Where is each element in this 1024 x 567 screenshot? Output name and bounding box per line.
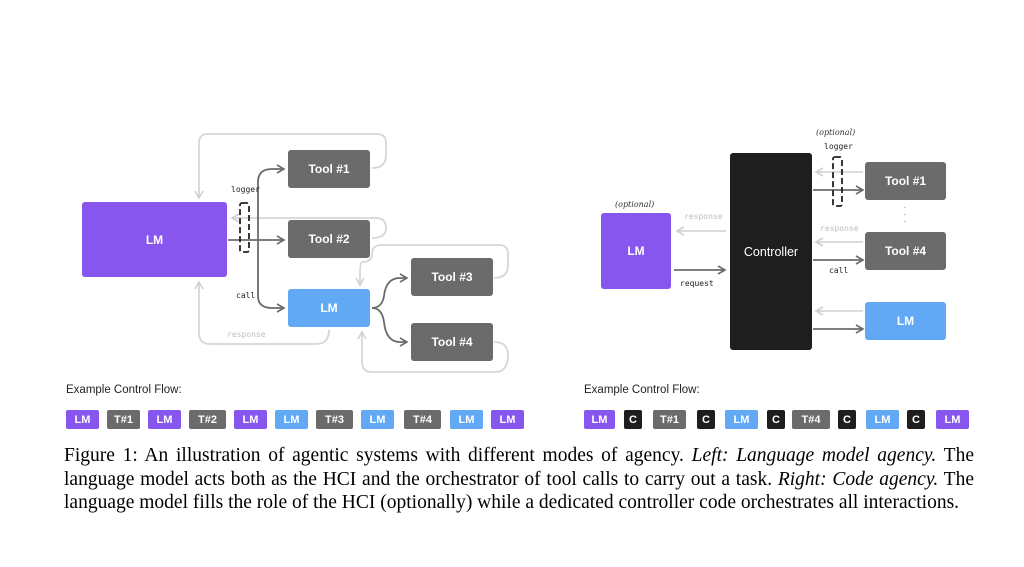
response-label-right-lm: response: [684, 212, 723, 221]
call-arrow-tool4: [371, 307, 409, 347]
logger-label-right: logger: [824, 142, 853, 151]
tool4-box-left: Tool #4: [411, 323, 493, 361]
response-loop-tool1: [194, 133, 387, 200]
caption-left-label: Left: Language model agency.: [691, 445, 937, 466]
request-label: request: [680, 279, 714, 288]
call-label-left: call: [236, 291, 256, 300]
right-flow-title: Example Control Flow:: [584, 384, 700, 396]
controller-box: Controller: [730, 153, 812, 350]
logger-box-left: [239, 202, 250, 253]
flow-chip-gray: T#4: [404, 410, 441, 429]
tool2-box-left: Tool #2: [288, 220, 370, 258]
lm-sub-box-left: LM: [288, 289, 370, 327]
ellipsis-dots: ···: [903, 203, 907, 226]
flow-chip-purple: LM: [66, 410, 99, 429]
flow-chip-blue: LM: [450, 410, 483, 429]
flow-chip-blue: LM: [725, 410, 758, 429]
figure-caption: Figure 1: An illustration of agentic sys…: [64, 444, 974, 515]
tool3-label: Tool #3: [431, 270, 473, 284]
caption-right-label: Right: Code agency.: [777, 468, 939, 490]
flow-chip-blue: LM: [866, 410, 899, 429]
logger-label-left: logger: [231, 185, 260, 194]
logger-box-right: [832, 156, 843, 207]
flow-chip-black: C: [624, 410, 642, 429]
lm-main-label-right: LM: [627, 244, 645, 258]
tool1-label-right: Tool #1: [884, 174, 927, 188]
flow-chip-purple: LM: [584, 410, 615, 429]
controller-label: Controller: [743, 244, 799, 259]
flow-chip-purple: LM: [234, 410, 267, 429]
optional-logger-label: (optional): [816, 128, 856, 137]
flow-chip-black: C: [907, 410, 925, 429]
tool4-box-right: Tool #4: [865, 232, 946, 270]
flow-chip-gray: T#3: [316, 410, 353, 429]
caption-prefix: Figure 1: An illustration of agentic sys…: [64, 445, 692, 466]
caption-middle: The language model acts both as the HCI …: [64, 445, 974, 490]
tool1-box-right: Tool #1: [865, 162, 946, 200]
flow-chip-gray: T#1: [107, 410, 140, 429]
flow-chip-purple: LM: [491, 410, 524, 429]
lm-main-box-left: LM: [82, 202, 227, 277]
flow-chip-gray: T#1: [653, 410, 686, 429]
call-arrow-tool1: [257, 164, 286, 240]
caption-suffix: The language model fills the role of the…: [64, 468, 975, 514]
response-loop-tool2: [230, 213, 387, 239]
response-loop-tool3: [355, 244, 509, 287]
tool1-box-left: Tool #1: [288, 150, 370, 188]
right-control-flow: LM C T#1 C LM C T#4 C LM C LM: [584, 410, 974, 429]
response-loop-tool4: [357, 330, 509, 373]
response-loop-sub-lm: [194, 280, 330, 345]
optional-lm-label: (optional): [615, 200, 655, 209]
flow-chip-purple: LM: [148, 410, 181, 429]
flow-chip-black: C: [838, 410, 856, 429]
response-label-right-tool: response: [820, 224, 859, 233]
call-label-right: call: [829, 266, 849, 275]
flow-chip-black: C: [697, 410, 715, 429]
lm-sub-box-right: LM: [865, 302, 946, 340]
left-flow-title: Example Control Flow:: [66, 384, 182, 396]
flow-chip-black: C: [767, 410, 785, 429]
response-label-left: response: [227, 330, 266, 339]
flow-chip-blue: LM: [361, 410, 394, 429]
tool2-label: Tool #2: [308, 232, 350, 246]
flow-chip-purple: LM: [936, 410, 969, 429]
lm-sub-label-right: LM: [896, 314, 915, 328]
tool1-label: Tool #1: [308, 162, 350, 176]
call-arrow-sub-lm: [257, 240, 286, 313]
call-arrow-tool3: [371, 273, 409, 309]
tool4-label-right: Tool #4: [884, 244, 927, 258]
flow-chip-gray: T#4: [792, 410, 830, 429]
tool3-box-left: Tool #3: [411, 258, 493, 296]
flow-chip-blue: LM: [275, 410, 308, 429]
lm-sub-label: LM: [320, 301, 338, 315]
lm-main-label: LM: [145, 232, 164, 247]
flow-chip-gray: T#2: [189, 410, 226, 429]
left-control-flow: LM T#1 LM T#2 LM LM T#3 LM T#4 LM LM: [66, 410, 526, 429]
tool4-label: Tool #4: [431, 335, 473, 349]
lm-main-box-right: LM: [601, 213, 671, 289]
